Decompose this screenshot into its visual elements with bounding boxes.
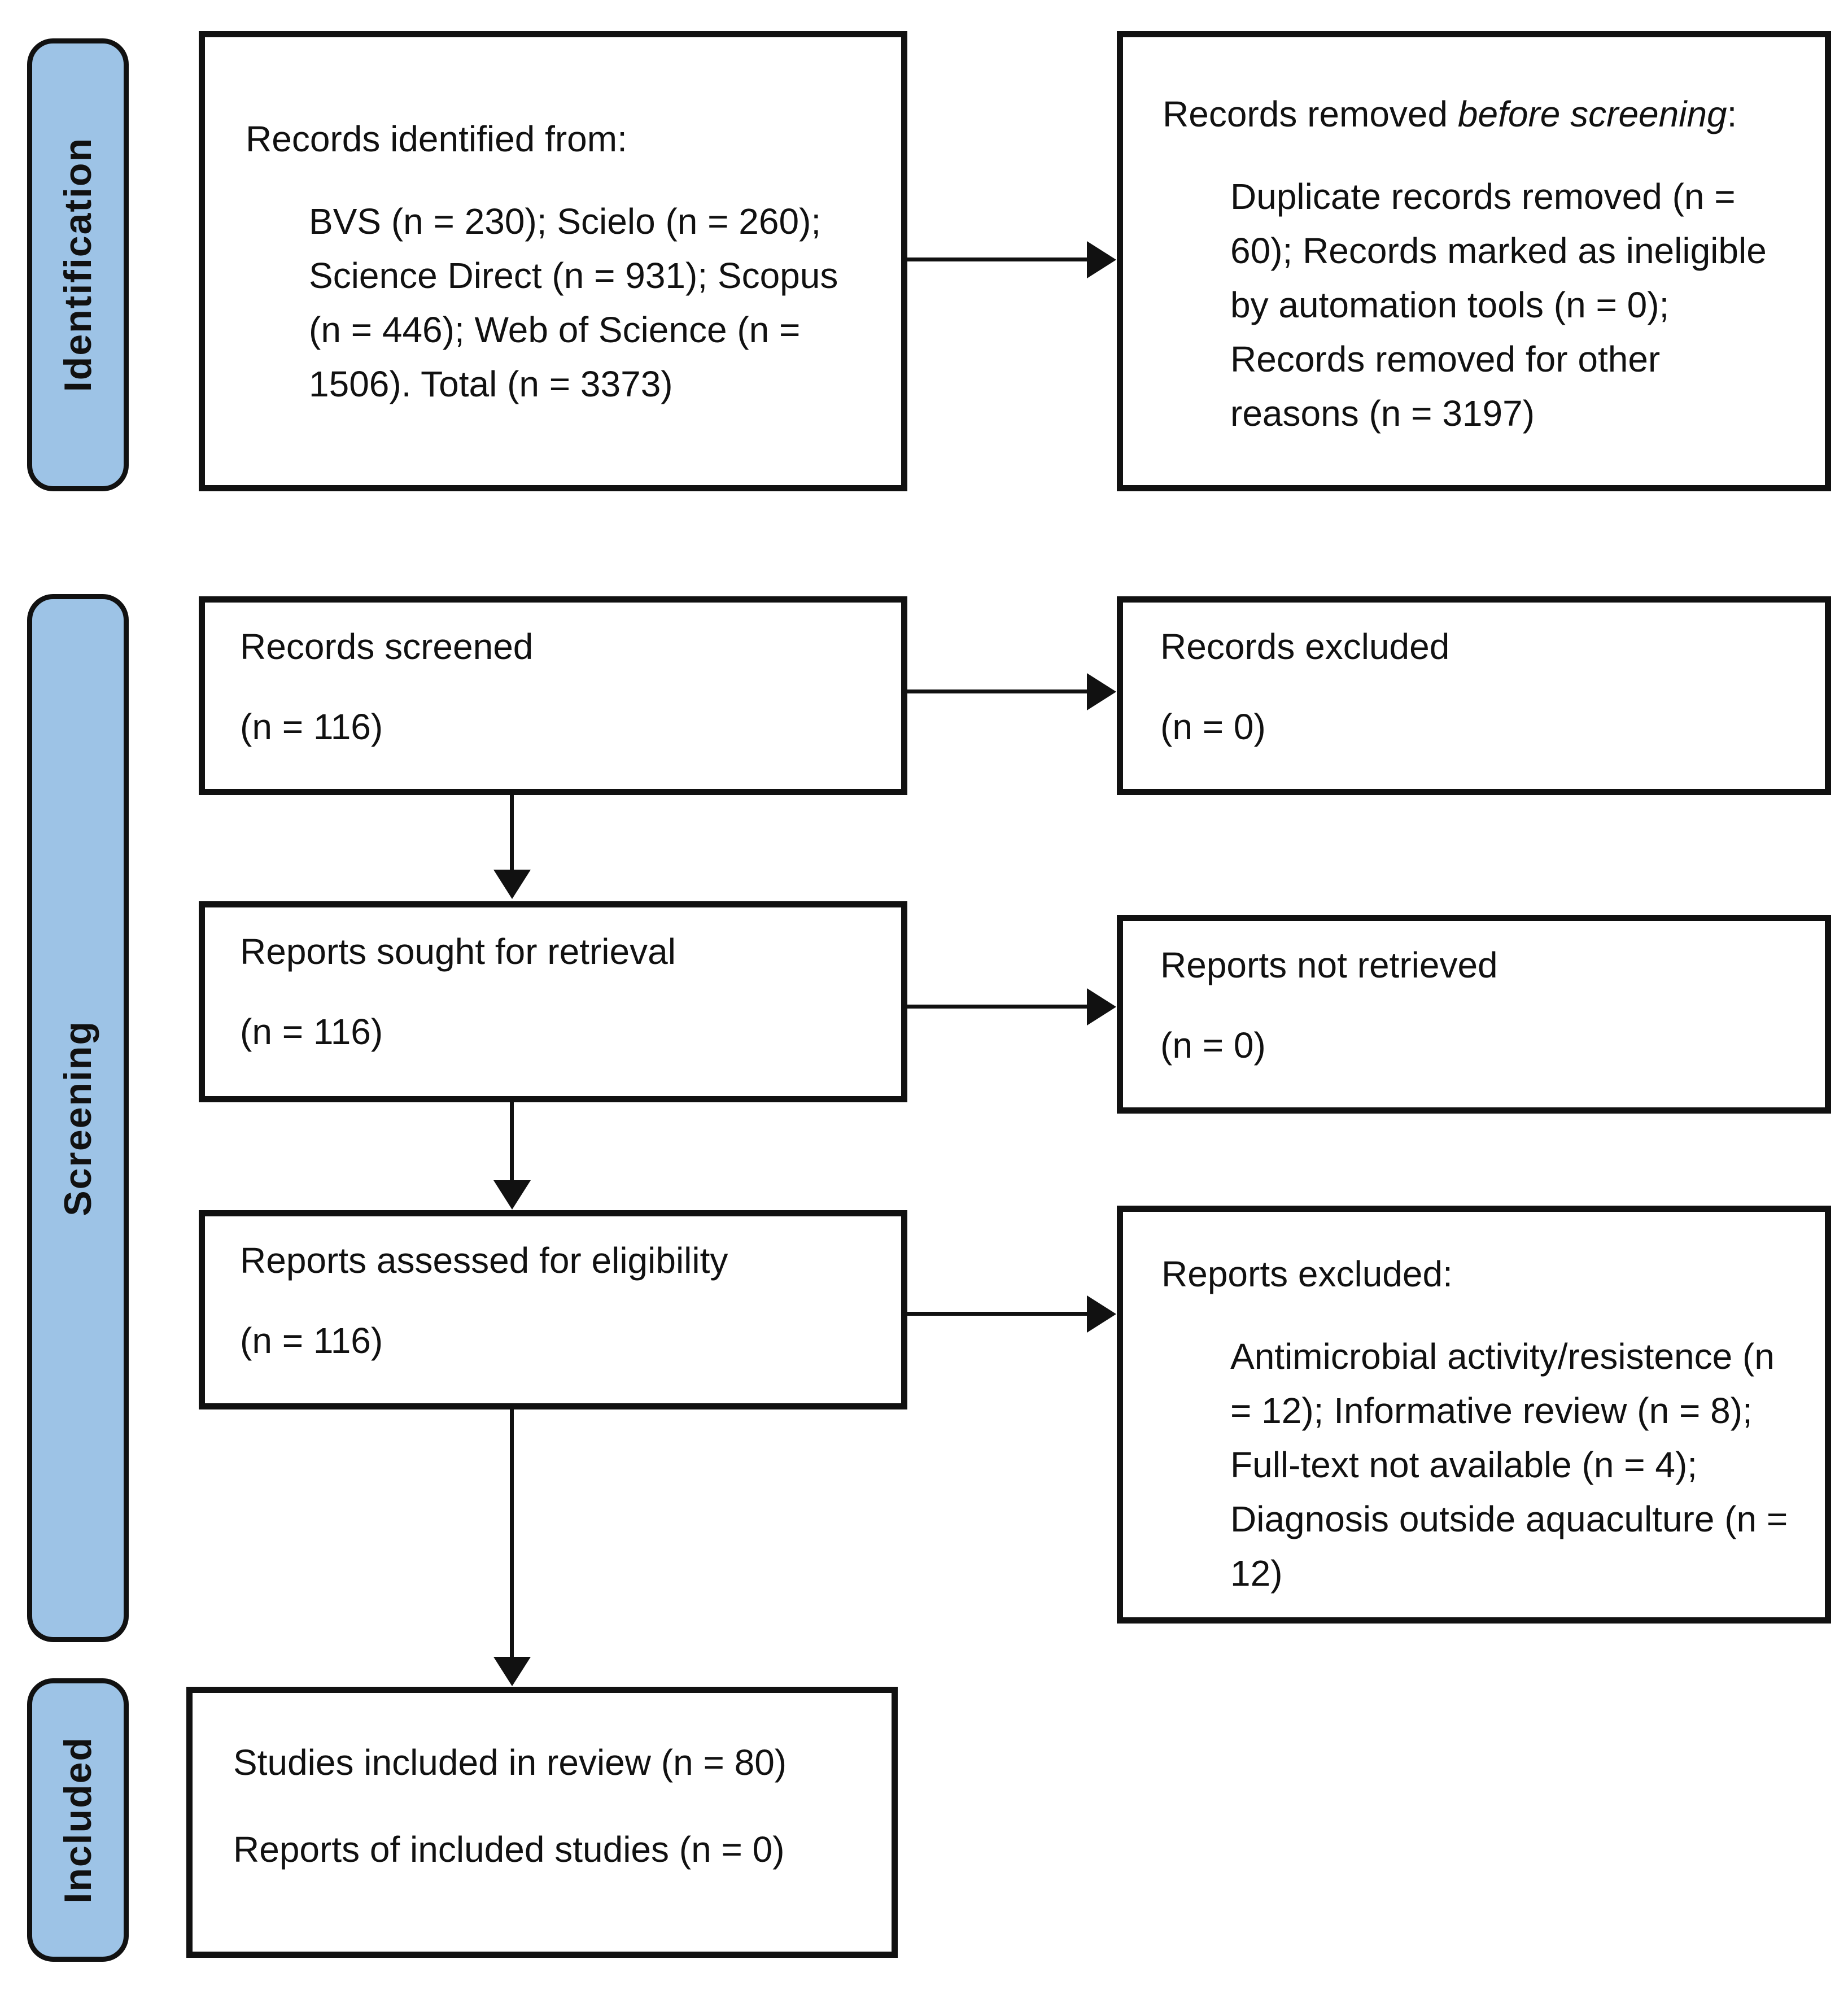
studies-included-box: Studies included in review (n = 80) Repo… xyxy=(186,1687,898,1958)
records-excluded-box: Records excluded (n = 0) xyxy=(1117,596,1831,795)
records-removed-title: Records removed before screening: xyxy=(1163,87,1795,141)
reports-sought-count: (n = 116) xyxy=(240,1011,383,1052)
reports-assessed-box: Reports assessed for eligibility (n = 11… xyxy=(199,1210,907,1409)
stage-included-label: Included xyxy=(56,1736,99,1904)
records-excluded-count: (n = 0) xyxy=(1160,706,1266,747)
arrow-sought-to-not-retrieved xyxy=(906,1005,1087,1009)
records-screened-count: (n = 116) xyxy=(240,706,383,747)
arrow-assessed-to-included xyxy=(510,1409,514,1657)
stage-identification-label: Identification xyxy=(56,137,99,392)
stage-screening: Screening xyxy=(27,594,129,1642)
records-identified-detail: BVS (n = 230); Scielo (n = 260); Science… xyxy=(309,201,838,404)
reports-not-retrieved-title: Reports not retrieved xyxy=(1160,945,1498,985)
records-identified-box: Records identified from: BVS (n = 230); … xyxy=(199,31,907,491)
stage-screening-label: Screening xyxy=(56,1020,99,1216)
records-screened-box: Records screened (n = 116) xyxy=(199,596,907,795)
records-excluded-title: Records excluded xyxy=(1160,626,1450,667)
records-identified-title: Records identified from: xyxy=(246,119,627,159)
arrow-screened-to-excluded xyxy=(906,689,1087,693)
records-removed-title-suffix: : xyxy=(1727,94,1737,134)
arrow-screened-to-sought xyxy=(510,795,514,870)
stage-identification: Identification xyxy=(27,38,129,491)
reports-excluded-detail: Antimicrobial activity/resistence (n = 1… xyxy=(1230,1336,1788,1594)
reports-assessed-count: (n = 116) xyxy=(240,1320,383,1361)
stage-included: Included xyxy=(27,1678,129,1962)
reports-not-retrieved-box: Reports not retrieved (n = 0) xyxy=(1117,915,1831,1114)
records-screened-title: Records screened xyxy=(240,626,534,667)
reports-assessed-title: Reports assessed for eligibility xyxy=(240,1240,728,1281)
records-removed-box: Records removed before screening: Duplic… xyxy=(1117,31,1831,491)
reports-not-retrieved-count: (n = 0) xyxy=(1160,1025,1266,1066)
records-removed-detail: Duplicate records removed (n = 60); Reco… xyxy=(1230,176,1767,434)
reports-sought-title: Reports sought for retrieval xyxy=(240,931,676,972)
studies-included-line2: Reports of included studies (n = 0) xyxy=(233,1829,785,1870)
records-removed-title-emphasis: before screening xyxy=(1457,94,1727,134)
reports-sought-box: Reports sought for retrieval (n = 116) xyxy=(199,901,907,1102)
arrow-assessed-to-reports-excluded xyxy=(906,1312,1087,1316)
reports-excluded-box: Reports excluded: Antimicrobial activity… xyxy=(1117,1206,1831,1624)
reports-excluded-title: Reports excluded: xyxy=(1161,1254,1453,1294)
studies-included-line1: Studies included in review (n = 80) xyxy=(233,1742,787,1783)
records-removed-title-prefix: Records removed xyxy=(1163,94,1458,134)
arrow-identified-to-removed xyxy=(906,258,1087,261)
arrow-sought-to-assessed xyxy=(510,1102,514,1181)
